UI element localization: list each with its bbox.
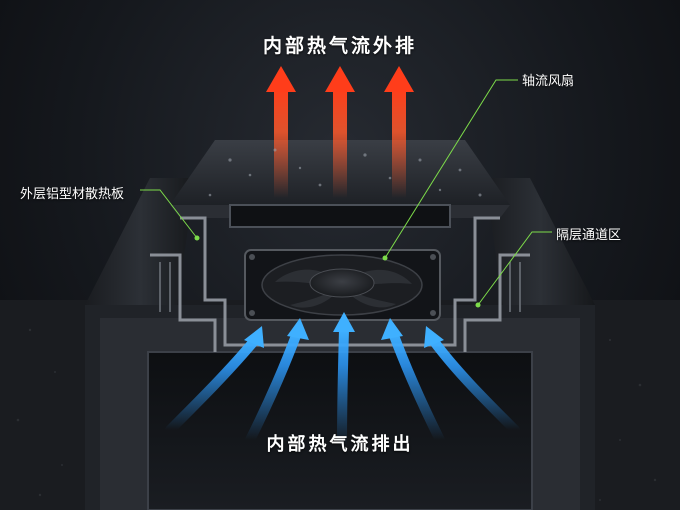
callout-line-heatsink (140, 189, 198, 239)
heatsink-fins (159, 262, 521, 312)
water-droplets (208, 148, 482, 197)
axial-fan-icon (244, 249, 441, 321)
callout-heatsink-label: 外层铝型材散热板 (20, 187, 125, 202)
internal-air-arrows (165, 312, 520, 450)
air-arrow-5 (428, 335, 520, 435)
floor-speckles (16, 328, 657, 501)
top-airflow-label: 内部热气流外排 (262, 35, 417, 57)
air-arrow-2 (245, 328, 302, 445)
bottom-airflow-label: 内部热气流排出 (266, 434, 414, 455)
callout-line-channel (477, 231, 552, 306)
callout-fan-label: 轴流风扇 (522, 74, 575, 89)
hot-arrow-left (266, 66, 296, 198)
callout-line-fan (384, 79, 518, 259)
hot-arrow-right (384, 66, 414, 198)
air-arrow-3 (337, 325, 349, 450)
callout-channel-label: 隔层通道区 (556, 228, 622, 243)
hot-arrow-center (325, 66, 355, 198)
air-arrow-1 (165, 335, 260, 435)
top-vent-slot (229, 204, 451, 228)
callout-dots (194, 235, 481, 308)
hot-air-arrows (266, 66, 414, 198)
air-arrow-4 (388, 328, 445, 445)
callout-lines (140, 79, 552, 306)
